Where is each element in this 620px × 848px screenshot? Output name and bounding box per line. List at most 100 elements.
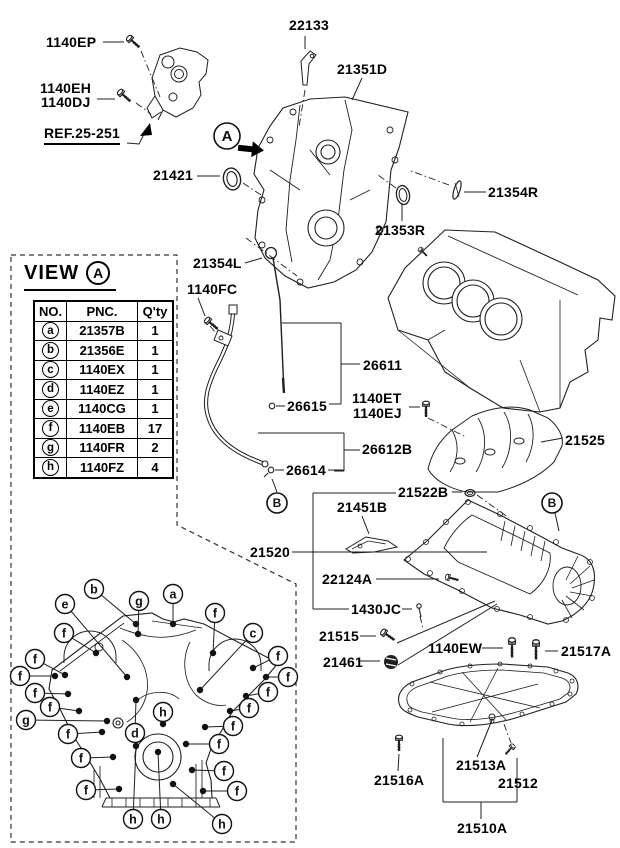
view-callout-h: h (152, 701, 174, 728)
view-callout-c: c (196, 622, 264, 694)
svg-text:f: f (231, 719, 236, 733)
marker-B: B (266, 492, 288, 514)
view-callout-f: f (262, 666, 299, 688)
view-callout-f: f (70, 747, 117, 769)
pnc-value: 1140EX (66, 359, 138, 380)
bolt-1140EW (507, 636, 517, 659)
svg-text:f: f (213, 606, 218, 620)
svg-text:h: h (129, 812, 137, 826)
view-callout-f: f (39, 696, 83, 718)
baffle-21525-art (427, 406, 563, 493)
dipstick-tube-art (203, 304, 269, 468)
qty-value: 1 (137, 340, 174, 361)
view-callout-g: g (15, 709, 111, 731)
pnc-value: 1140EZ (66, 379, 138, 400)
view-callout-e: e (54, 593, 131, 681)
view-callout-f: f (226, 697, 260, 719)
svg-text:f: f (18, 669, 23, 683)
row-letter-badge: g (42, 439, 59, 457)
view-inset-heading: VIEW A (24, 261, 117, 291)
svg-text:f: f (62, 626, 67, 640)
pnc-value: 21357B (66, 320, 138, 341)
engine-block-art (387, 229, 616, 413)
oring-21421 (222, 167, 242, 191)
view-callout-f: f (204, 602, 226, 657)
svg-text:e: e (62, 597, 69, 611)
pnc-value: 1140FZ (66, 457, 138, 478)
view-callout-h: h (169, 780, 233, 835)
view-callout-f: f (53, 622, 100, 657)
row-letter-badge: f (42, 419, 59, 437)
svg-text:b: b (90, 582, 98, 596)
sensor-22133-art (300, 50, 317, 86)
svg-text:f: f (66, 727, 71, 741)
view-callout-h: h (150, 748, 172, 830)
view-inset-border (10, 254, 297, 843)
pnc-value: 1140EB (66, 418, 138, 439)
svg-text:f: f (276, 649, 281, 663)
svg-text:h: h (159, 705, 167, 719)
leader-lines (97, 36, 564, 819)
svg-text:f: f (247, 701, 252, 715)
bolt-21516A (394, 734, 404, 753)
view-callout-f: f (199, 780, 248, 802)
svg-text:a: a (170, 587, 178, 601)
pnc-value: 1140CG (66, 398, 138, 419)
view-callout-f: f (242, 681, 279, 703)
qty-value: 1 (137, 359, 174, 380)
row-letter-badge: e (42, 400, 59, 418)
svg-text:d: d (131, 726, 139, 740)
drain-plug-art (384, 655, 398, 669)
svg-text:c: c (250, 626, 257, 640)
svg-text:h: h (157, 812, 165, 826)
svg-text:f: f (84, 783, 89, 797)
row-letter-badge: h (42, 458, 59, 476)
bolt-1140FC (202, 315, 222, 333)
oil-screen-art (345, 536, 399, 554)
construction-lines (135, 50, 512, 744)
view-callout-f: f (201, 715, 244, 737)
seal-21354R (452, 180, 462, 200)
view-callout-f: f (9, 665, 59, 687)
view-heading-letter-badge: A (86, 261, 111, 285)
pnc-table-col-no: NO. (33, 300, 67, 322)
view-heading-label: VIEW (24, 261, 80, 284)
row-letter-badge: d (42, 380, 59, 398)
clip-26614 (263, 466, 275, 478)
bolt-21517A (531, 638, 541, 661)
view-callout-f: f (182, 733, 230, 755)
bolt-21515 (378, 627, 398, 644)
svg-text:B: B (548, 496, 557, 510)
svg-text:g: g (22, 713, 30, 727)
svg-text:A: A (222, 128, 233, 145)
svg-text:f: f (33, 652, 38, 666)
pnc-value: 21356E (66, 340, 138, 361)
svg-text:f: f (222, 764, 227, 778)
qty-value: 2 (137, 437, 174, 458)
svg-text:f: f (48, 700, 53, 714)
ref-arrowhead (140, 123, 152, 136)
bolt-1140ET (421, 400, 431, 419)
svg-text:h: h (218, 817, 226, 831)
svg-text:f: f (217, 737, 222, 751)
svg-text:f: f (79, 751, 84, 765)
pnc-table-col-pnc: PNC. (66, 300, 138, 322)
assembly-markers: A B B (213, 122, 563, 514)
bolt-1140EP (124, 33, 143, 51)
water-pump-art (146, 47, 209, 121)
qty-value: 1 (137, 320, 174, 341)
qty-value: 1 (137, 379, 174, 400)
row-letter-badge: a (42, 322, 59, 340)
timing-cover-art (253, 96, 409, 289)
view-callout-f: f (188, 760, 235, 782)
svg-text:B: B (273, 496, 282, 510)
